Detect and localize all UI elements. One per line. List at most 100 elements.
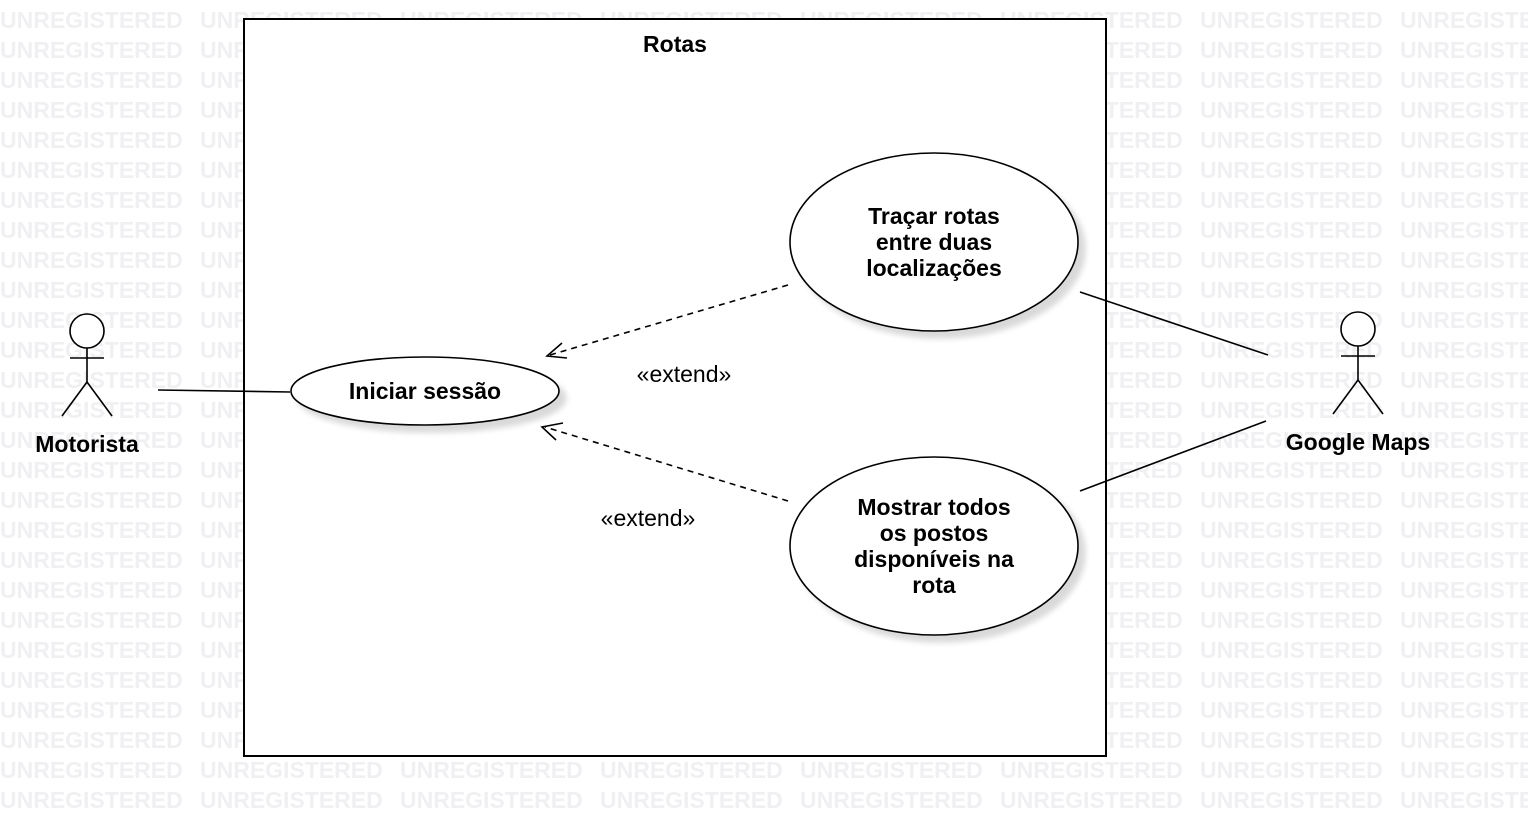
watermark-text: UNREGISTERED (1400, 667, 1528, 693)
watermark-text: UNREGISTERED (1200, 97, 1383, 123)
actor-google-maps-name: Google Maps (1286, 429, 1430, 455)
watermark-text: UNREGISTERED (0, 217, 183, 243)
watermark-text: UNREGISTERED (1400, 697, 1528, 723)
watermark-text: UNREGISTERED (0, 757, 183, 783)
association-google-maps-mostrar-postos (1079, 420, 1267, 492)
watermark-text: UNREGISTERED (0, 427, 183, 453)
extend-arrowhead-bottom (540, 422, 564, 441)
actor-google-maps (1332, 311, 1384, 415)
use-case-label: Iniciar sessão (349, 378, 501, 404)
watermark-text: UNREGISTERED (0, 577, 183, 603)
watermark-text: UNREGISTERED (1400, 727, 1528, 753)
use-case-label-line-4: rota (912, 572, 956, 598)
watermark-text: UNREGISTERED (1200, 7, 1383, 33)
watermark-text: UNREGISTERED (1200, 667, 1383, 693)
watermark-text: UNREGISTERED (1200, 127, 1383, 153)
watermark-text: UNREGISTERED (1200, 787, 1383, 813)
actor-motorista-name: Motorista (35, 431, 139, 457)
system-title: Rotas (643, 31, 707, 57)
watermark-text: UNREGISTERED (1200, 607, 1383, 633)
watermark-text: UNREGISTERED (0, 7, 183, 33)
use-case-iniciar-sessao: Iniciar sessão (290, 356, 560, 426)
watermark-text: UNREGISTERED (1200, 187, 1383, 213)
watermark-text: UNREGISTERED (1400, 337, 1528, 363)
watermark-text: UNREGISTERED (1400, 547, 1528, 573)
watermark-text: UNREGISTERED (1200, 427, 1383, 453)
watermark-text: UNREGISTERED (0, 517, 183, 543)
use-case-label-line-1: Mostrar todos (857, 494, 1010, 520)
use-case-tracar-rotas: Traçar rotas entre duas localizações (789, 152, 1079, 332)
watermark-text: UNREGISTERED (0, 97, 183, 123)
use-case-label-line-2: entre duas (876, 229, 992, 255)
watermark-text: UNREGISTERED (1200, 637, 1383, 663)
watermark-text: UNREGISTERED (1400, 247, 1528, 273)
watermark-text: UNREGISTERED (1200, 517, 1383, 543)
watermark-text: UNREGISTERED (0, 37, 183, 63)
association-motorista-iniciar-sessao (157, 389, 291, 393)
association-google-maps-tracar-rotas (1079, 291, 1269, 356)
watermark-text: UNREGISTERED (1400, 517, 1528, 543)
extend-arrow-tracar-rotas (549, 284, 789, 356)
watermark-text: UNREGISTERED (1400, 187, 1528, 213)
watermark-text: UNREGISTERED (0, 637, 183, 663)
use-case-label-line-2: os postos (880, 520, 989, 546)
watermark-text: UNREGISTERED (1400, 37, 1528, 63)
watermark-text: UNREGISTERED (1200, 277, 1383, 303)
watermark-text: UNREGISTERED (1400, 637, 1528, 663)
watermark-text: UNREGISTERED (600, 787, 783, 813)
watermark-text: UNREGISTERED (200, 757, 383, 783)
watermark-text: UNREGISTERED (1400, 487, 1528, 513)
watermark-text: UNREGISTERED (1200, 487, 1383, 513)
watermark-text: UNREGISTERED (1200, 37, 1383, 63)
watermark-text: UNREGISTERED (0, 277, 183, 303)
watermark-text: UNREGISTERED (800, 757, 983, 783)
use-case-label-line-1: Traçar rotas (868, 203, 1000, 229)
actor-head-icon (1340, 311, 1376, 347)
watermark-text: UNREGISTERED (1400, 367, 1528, 393)
watermark-text: UNREGISTERED (1400, 787, 1528, 813)
watermark-text: UNREGISTERED (0, 667, 183, 693)
watermark-text: UNREGISTERED (1400, 157, 1528, 183)
watermark-text: UNREGISTERED (1400, 427, 1528, 453)
watermark-text: UNREGISTERED (0, 397, 183, 423)
watermark-text: UNREGISTERED (0, 607, 183, 633)
watermark-text: UNREGISTERED (1200, 247, 1383, 273)
watermark-text: UNREGISTERED (1200, 697, 1383, 723)
use-case-label-line-3: disponíveis na (854, 546, 1014, 572)
watermark-text: UNREGISTERED (400, 757, 583, 783)
watermark-text: UNREGISTERED (1200, 547, 1383, 573)
watermark-text: UNREGISTERED (1400, 217, 1528, 243)
use-case-label-line-3: localizações (866, 255, 1002, 281)
watermark-text: UNREGISTERED (1200, 67, 1383, 93)
watermark-text: UNREGISTERED (0, 727, 183, 753)
watermark-text: UNREGISTERED (1400, 7, 1528, 33)
extend-arrow-mostrar-postos (544, 426, 789, 502)
actor-head-icon (69, 313, 105, 349)
watermark-text: UNREGISTERED (1400, 577, 1528, 603)
watermark-text: UNREGISTERED (600, 757, 783, 783)
watermark-text: UNREGISTERED (0, 187, 183, 213)
use-case-mostrar-postos: Mostrar todos os postos disponíveis na r… (789, 456, 1079, 636)
watermark-text: UNREGISTERED (1000, 757, 1183, 783)
watermark-text: UNREGISTERED (1200, 217, 1383, 243)
watermark-text: UNREGISTERED (1400, 397, 1528, 423)
watermark-text: UNREGISTERED (0, 787, 183, 813)
watermark-text: UNREGISTERED (1400, 307, 1528, 333)
watermark-text: UNREGISTERED (1200, 397, 1383, 423)
watermark-text: UNREGISTERED (200, 787, 383, 813)
watermark-text: UNREGISTERED (1400, 97, 1528, 123)
watermark-text: UNREGISTERED (1400, 757, 1528, 783)
watermark-text: UNREGISTERED (1200, 457, 1383, 483)
watermark-text: UNREGISTERED (1400, 127, 1528, 153)
extend-label-bottom: «extend» (601, 505, 696, 531)
watermark-text: UNREGISTERED (1400, 67, 1528, 93)
actor-motorista (61, 313, 113, 417)
watermark-text: UNREGISTERED (1200, 757, 1383, 783)
watermark-text: UNREGISTERED (1000, 787, 1183, 813)
watermark-text: UNREGISTERED (1200, 577, 1383, 603)
watermark-text: UNREGISTERED (800, 787, 983, 813)
watermark-text: UNREGISTERED (1200, 367, 1383, 393)
watermark-text: UNREGISTERED (1400, 607, 1528, 633)
watermark-text: UNREGISTERED (0, 157, 183, 183)
